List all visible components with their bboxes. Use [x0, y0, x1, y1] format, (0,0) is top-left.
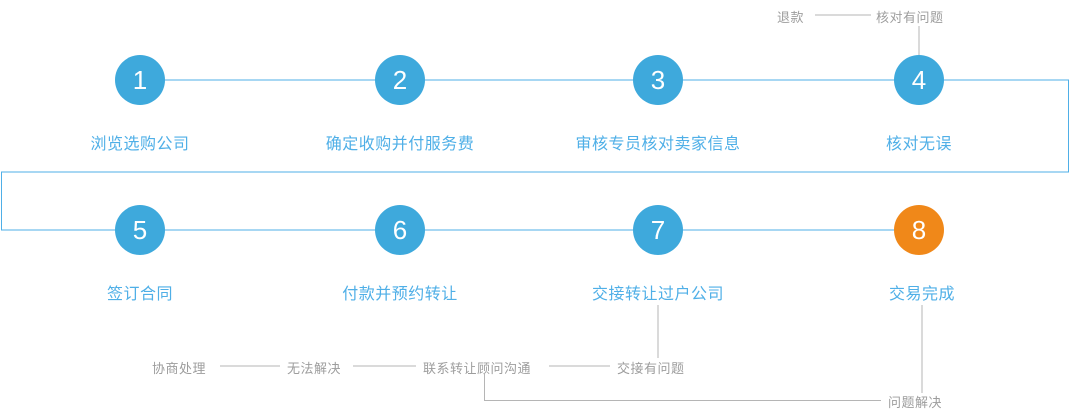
branch-label-check-problem: 核对有问题 [876, 10, 944, 25]
step-label-4: 核对无误 [885, 136, 952, 153]
step-node-1[interactable]: 1 [115, 55, 165, 105]
branch-label-contact-advisor: 联系转让顾问沟通 [423, 361, 532, 376]
step-label-6: 付款并预约转让 [342, 286, 458, 303]
branch-label-negotiate: 协商处理 [152, 361, 207, 376]
branch-label-handover-problem: 交接有问题 [617, 361, 685, 376]
step-label-5: 签订合同 [106, 286, 173, 303]
branch-label-problem-resolved: 问题解决 [888, 395, 943, 410]
step-node-3[interactable]: 3 [633, 55, 683, 105]
connector-4-5-wrap [0, 79, 1070, 231]
step-node-5[interactable]: 5 [115, 205, 165, 255]
step-node-2[interactable]: 2 [375, 55, 425, 105]
step-label-3: 审核专员核对卖家信息 [575, 136, 741, 153]
step-node-8[interactable]: 8 [894, 205, 944, 255]
step-label-7: 交接转让过户公司 [591, 286, 724, 303]
branch-label-unresolved: 无法解决 [287, 361, 342, 376]
step-node-7[interactable]: 7 [633, 205, 683, 255]
step-node-4[interactable]: 4 [894, 55, 944, 105]
step-label-1: 浏览选购公司 [90, 136, 190, 153]
step-label-8: 交易完成 [888, 286, 955, 303]
step-node-6[interactable]: 6 [375, 205, 425, 255]
branch-line-advisor-to-resolved [483, 374, 881, 402]
branch-label-refund: 退款 [777, 10, 805, 25]
step-label-2: 确定收购并付服务费 [325, 136, 475, 153]
